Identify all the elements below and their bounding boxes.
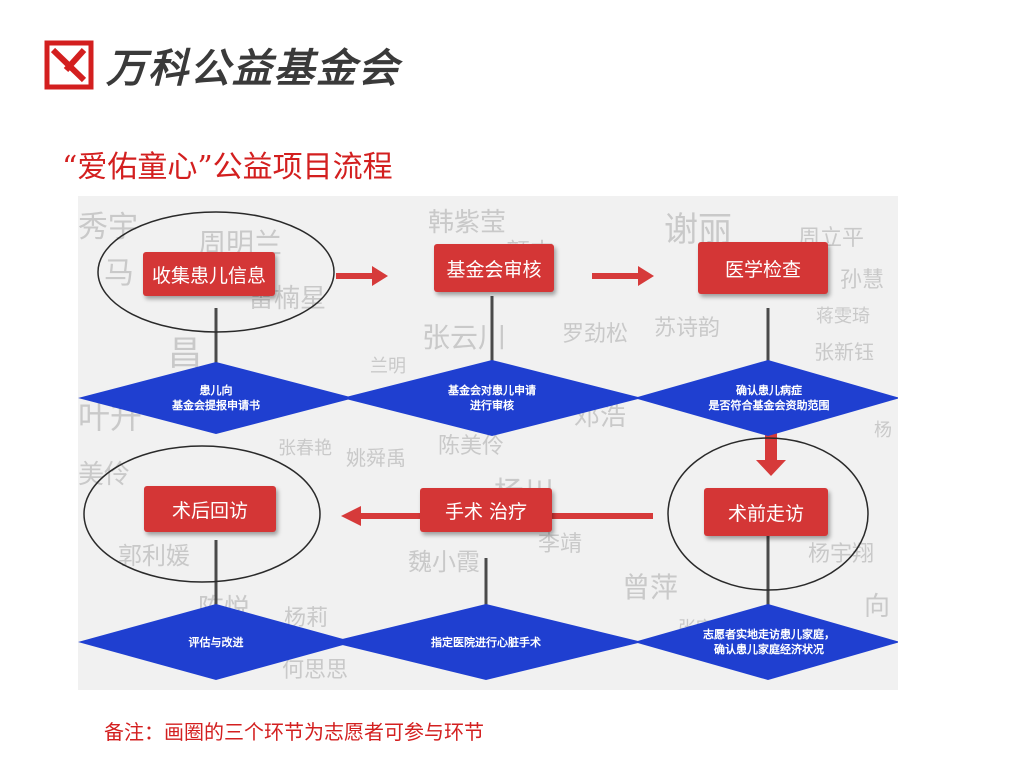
decision-text: 评估与改进	[188, 635, 244, 649]
footnote: 备注：画圈的三个环节为志愿者可参与环节	[104, 720, 484, 744]
step-followup: 术后回访	[144, 486, 276, 532]
step-medical-check: 医学检查	[698, 242, 828, 294]
decision-diamond	[330, 604, 642, 680]
background-name: 罗劲松	[562, 322, 629, 347]
volunteer-circle	[83, 445, 321, 583]
arrow-right-icon	[336, 266, 388, 286]
background-name: 张新钰	[814, 340, 874, 364]
background-name: 郭利媛	[118, 542, 190, 570]
diagram-canvas: 秀宇周明兰韩紫莹谢丽周立平马雷楠星颜杰孙慧罗劲松张云川苏诗韵蒋雯琦昌兰明张新钰叶…	[78, 196, 898, 690]
decision-diamond	[78, 604, 354, 680]
decision-diamond	[342, 360, 642, 436]
arrow-right-icon	[592, 266, 654, 286]
decision-diamond	[634, 360, 898, 436]
flow-diagram	[78, 211, 898, 680]
logo: 万科公益基金会	[44, 40, 400, 92]
background-name: 李靖	[538, 532, 583, 557]
background-name: 蒋雯琦	[816, 306, 870, 327]
background-name: 马	[104, 256, 134, 291]
background-name: 陈美伶	[438, 434, 505, 459]
volunteer-circle	[97, 211, 335, 333]
decision-diamond	[78, 362, 354, 434]
background-name: 杨	[874, 420, 892, 441]
background-name: 向	[864, 592, 891, 622]
page-title: “爱佑童心”公益项目流程	[62, 150, 393, 185]
arrow-down-icon	[756, 428, 786, 476]
background-name: 何思思	[282, 658, 349, 683]
background-name: 姚舜禹	[346, 446, 406, 470]
background-name: 魏小霞	[408, 548, 480, 576]
step-collect-info: 收集患儿信息	[143, 252, 275, 296]
decision-diamond	[634, 604, 898, 680]
background-name: 张春艳	[278, 438, 332, 459]
step-foundation-review: 基金会审核	[434, 244, 554, 292]
decision-text: 志愿者实地走访患儿家庭，确认患儿家庭经济状况	[703, 628, 835, 656]
vanke-logo-icon	[44, 40, 94, 90]
logo-text: 万科公益基金会	[106, 46, 400, 92]
decision-text: 指定医院进行心脏手术	[431, 635, 541, 649]
background-name: 兰明	[370, 356, 406, 377]
background-name: 曾萍	[622, 571, 679, 604]
volunteer-circle	[667, 437, 869, 591]
step-surgery: 手术 治疗	[420, 488, 552, 532]
step-preop-visit: 术前走访	[704, 488, 828, 536]
background-name: 杨宇翔	[808, 542, 875, 567]
background-name: 孙慧	[840, 268, 885, 293]
background-name: 秀宇	[78, 210, 138, 245]
background-name: 苏诗韵	[654, 316, 721, 341]
decision-text: 患儿向基金会提报申请书	[172, 384, 260, 412]
background-name: 韩紫莹	[428, 208, 507, 238]
decision-text: 确认患儿病症是否符合基金会资助范围	[708, 384, 830, 412]
decision-text: 基金会对患儿申请进行审核	[448, 384, 536, 412]
